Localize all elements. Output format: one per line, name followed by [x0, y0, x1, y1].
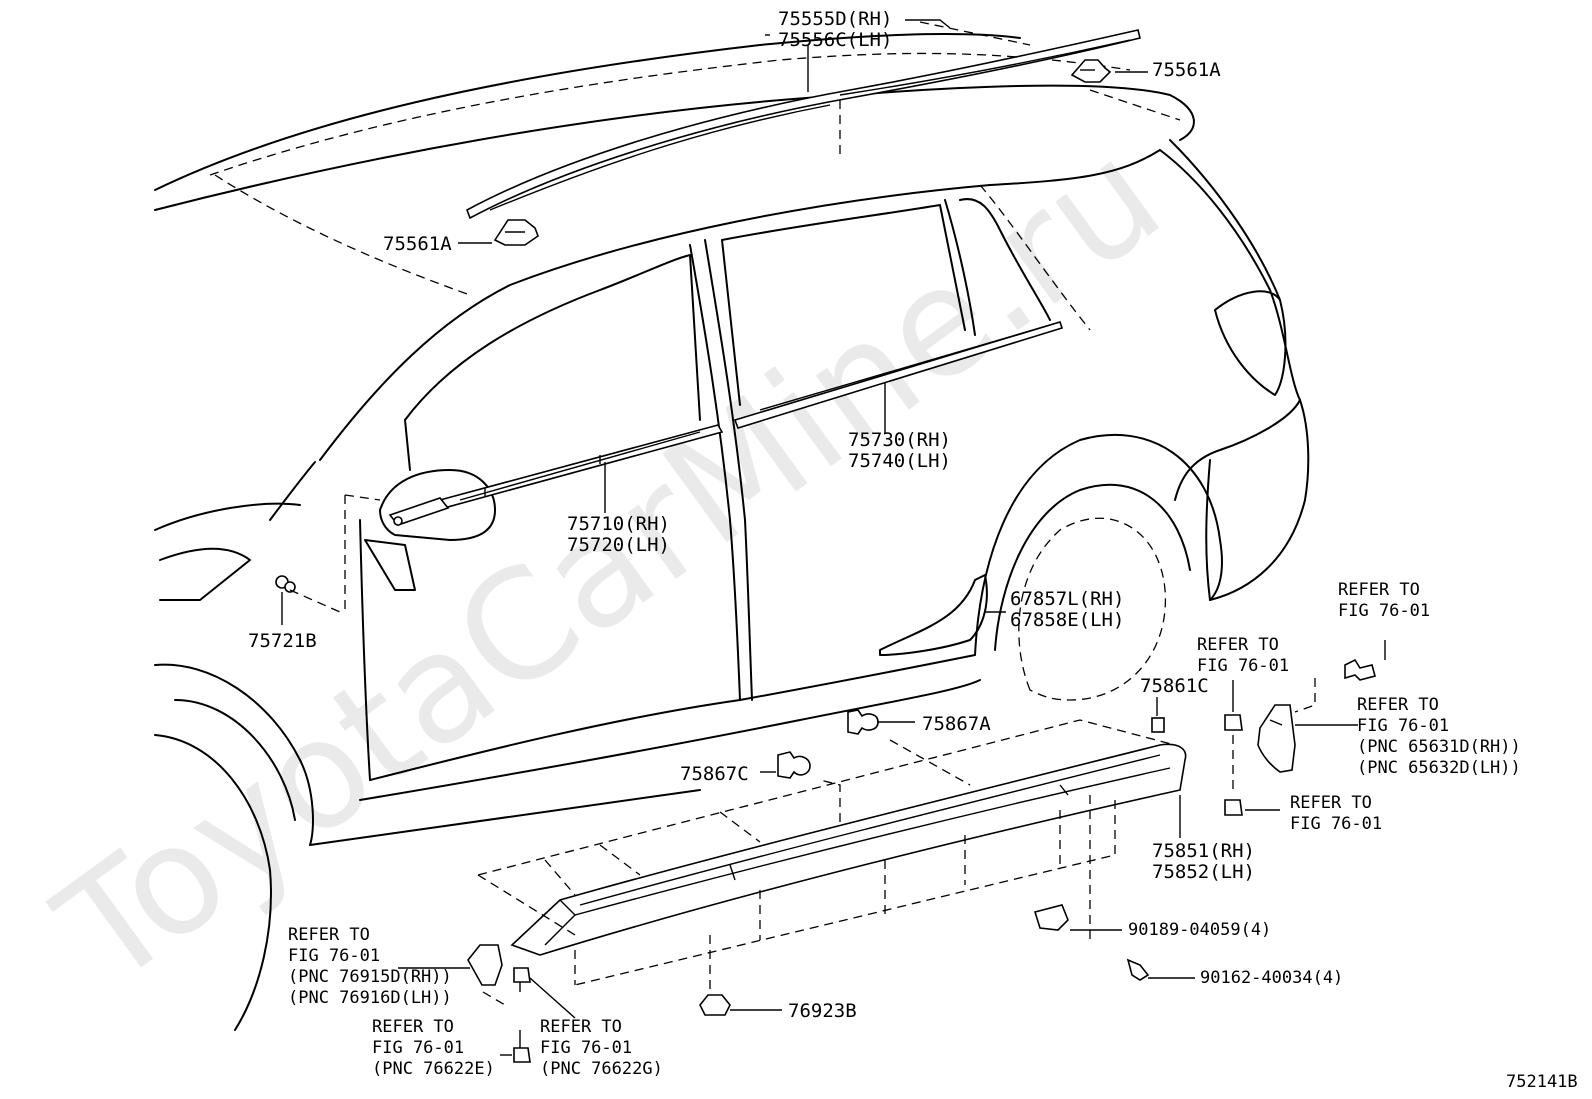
label-ref-mid-line2: FIG 76-01: [1197, 656, 1289, 676]
clip-75867a: [847, 709, 879, 735]
label-75710-line2: 75720(LH): [567, 534, 670, 556]
clip-75861c: [1151, 717, 1165, 733]
label-ref-mudguard-line4: (PNC 65632D(LH)): [1357, 758, 1521, 778]
label-75851-line1: 75851(RH): [1152, 840, 1255, 862]
label-ref-front-bracket-line2: FIG 76-01: [288, 946, 380, 966]
label-ref-bolt-line1: REFER TO: [1290, 793, 1372, 813]
rear-mudguard: [1257, 678, 1316, 773]
screw-90162: [1126, 958, 1150, 981]
label-75861c: 75861C: [1140, 675, 1209, 697]
roof-rail-molding: [466, 19, 1141, 220]
label-75555-line1: 75555D(RH): [778, 8, 892, 30]
label-ref-front-bracket-line3: (PNC 76915D(RH)): [288, 967, 452, 987]
clip-90189: [1033, 904, 1069, 931]
watermark-text: ToyotaCarMine.ru: [28, 108, 1191, 1020]
roof-clip-front: [493, 219, 539, 246]
label-75730-line2: 75740(LH): [848, 450, 951, 472]
label-90189: 90189-04059(4): [1128, 920, 1271, 940]
label-ref-mudguard-line3: (PNC 65631D(RH)): [1357, 737, 1521, 757]
bolt-top-right: [1344, 640, 1386, 681]
front-belt-molding: [388, 424, 724, 526]
label-76923b: 76923B: [788, 1000, 857, 1022]
grommet-75721: [275, 575, 341, 613]
label-75721b: 75721B: [248, 630, 317, 652]
label-ref-76622e-line3: (PNC 76622E): [372, 1059, 495, 1079]
label-ref-bolt-line2: FIG 76-01: [1290, 814, 1382, 834]
bolt-76622g: [513, 967, 531, 992]
callout-labels: 75555D(RH) 75556C(LH) 75561A 75561A 7573…: [248, 8, 1578, 1092]
label-ref-front-bracket-line1: REFER TO: [288, 925, 370, 945]
label-75867a: 75867A: [922, 713, 991, 735]
front-bracket: [467, 944, 506, 1006]
label-75851-line2: 75852(LH): [1152, 861, 1255, 883]
label-ref-top-line2: FIG 76-01: [1338, 601, 1430, 621]
nut-76923: [699, 994, 731, 1016]
label-67857-line1: 67857L(RH): [1010, 588, 1124, 610]
label-75561a-rear: 75561A: [1152, 59, 1221, 81]
roof-clip-rear: [1070, 59, 1181, 121]
label-ref-76622g-line1: REFER TO: [540, 1017, 622, 1037]
label-75710-line1: 75710(RH): [567, 513, 670, 535]
bolt-76622e: [513, 1030, 531, 1063]
leader-lines: [281, 34, 1358, 1056]
label-ref-front-bracket-line4: (PNC 76916D(LH)): [288, 988, 452, 1008]
label-ref-mid-line1: REFER TO: [1197, 635, 1279, 655]
bolt-mid-right: [1224, 680, 1243, 795]
label-90162: 90162-40034(4): [1200, 968, 1343, 988]
label-ref-top-line1: REFER TO: [1338, 580, 1420, 600]
label-ref-76622e-line2: FIG 76-01: [372, 1038, 464, 1058]
label-ref-mudguard-line1: REFER TO: [1357, 695, 1439, 715]
rocker-molding: [477, 719, 1187, 990]
label-ref-76622g-line3: (PNC 76622G): [540, 1059, 663, 1079]
label-ref-76622g-line2: FIG 76-01: [540, 1038, 632, 1058]
label-67857-line2: 67858E(LH): [1010, 609, 1124, 631]
clip-75867c: [777, 751, 811, 779]
car-body-outline: [154, 33, 1310, 1031]
label-75867c: 75867C: [680, 763, 749, 785]
label-ref-76622e-line1: REFER TO: [372, 1017, 454, 1037]
label-75561a-front: 75561A: [383, 233, 452, 255]
rear-belt-molding: [733, 321, 1064, 429]
bolt-lower-right: [1224, 799, 1243, 816]
diagram-id: 752141B: [1506, 1072, 1578, 1092]
label-ref-mudguard-line2: FIG 76-01: [1357, 716, 1449, 736]
label-75555-line2: 75556C(LH): [778, 29, 892, 51]
label-75730-line1: 75730(RH): [848, 429, 951, 451]
